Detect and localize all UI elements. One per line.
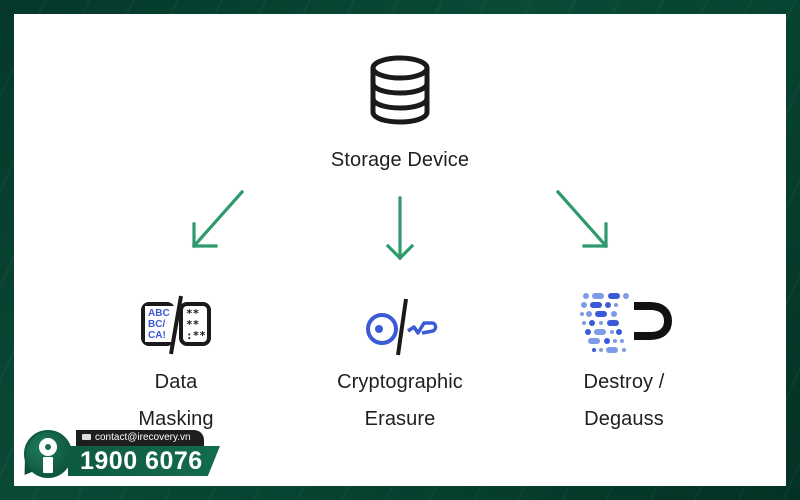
svg-text:**: ** (186, 307, 199, 320)
diagram-panel: Storage Device ABC BC/ CA! (14, 14, 786, 486)
arrow-down-right-icon (555, 189, 609, 249)
contact-email-link[interactable]: contact@irecovery.vn (76, 430, 204, 446)
svg-text:BC/: BC/ (148, 319, 165, 330)
root-label: Storage Device (330, 149, 470, 171)
arrow-down-icon (385, 196, 415, 261)
contact-email: contact@irecovery.vn (95, 432, 191, 443)
child-label-line2: Degauss (584, 408, 664, 430)
mail-icon (82, 434, 91, 440)
svg-text:ABC: ABC (148, 308, 170, 319)
root-node-storage-device: Storage Device (300, 54, 500, 175)
child-node-cryptographic-erasure: Cryptographic Erasure (300, 290, 500, 434)
info-icon-stem (43, 457, 53, 473)
child-label-line1: Data (154, 371, 198, 393)
child-label-line1: Cryptographic (337, 371, 463, 393)
svg-text:CA!: CA! (148, 330, 166, 341)
info-icon-dot (39, 438, 57, 456)
data-masking-icon: ABC BC/ CA! ** ** :** (141, 295, 211, 355)
child-node-data-masking: ABC BC/ CA! ** ** :** Data Masking (76, 290, 276, 434)
child-label-line2: Erasure (364, 408, 436, 430)
child-node-destroy-degauss: Destroy / Degauss (524, 290, 724, 434)
svg-text:**: ** (186, 318, 199, 331)
database-icon (370, 55, 430, 125)
contact-badge[interactable]: contact@irecovery.vn 1900 6076 (18, 428, 228, 480)
contact-phone-link[interactable]: 1900 6076 (68, 446, 220, 476)
magnet-degauss-icon (580, 293, 672, 353)
svg-text::**: :** (186, 329, 206, 342)
key-slash-icon (366, 298, 438, 356)
child-label-line2: Masking (138, 408, 214, 430)
arrow-down-left-icon (191, 189, 245, 249)
child-label-line1: Destroy / (583, 371, 665, 393)
